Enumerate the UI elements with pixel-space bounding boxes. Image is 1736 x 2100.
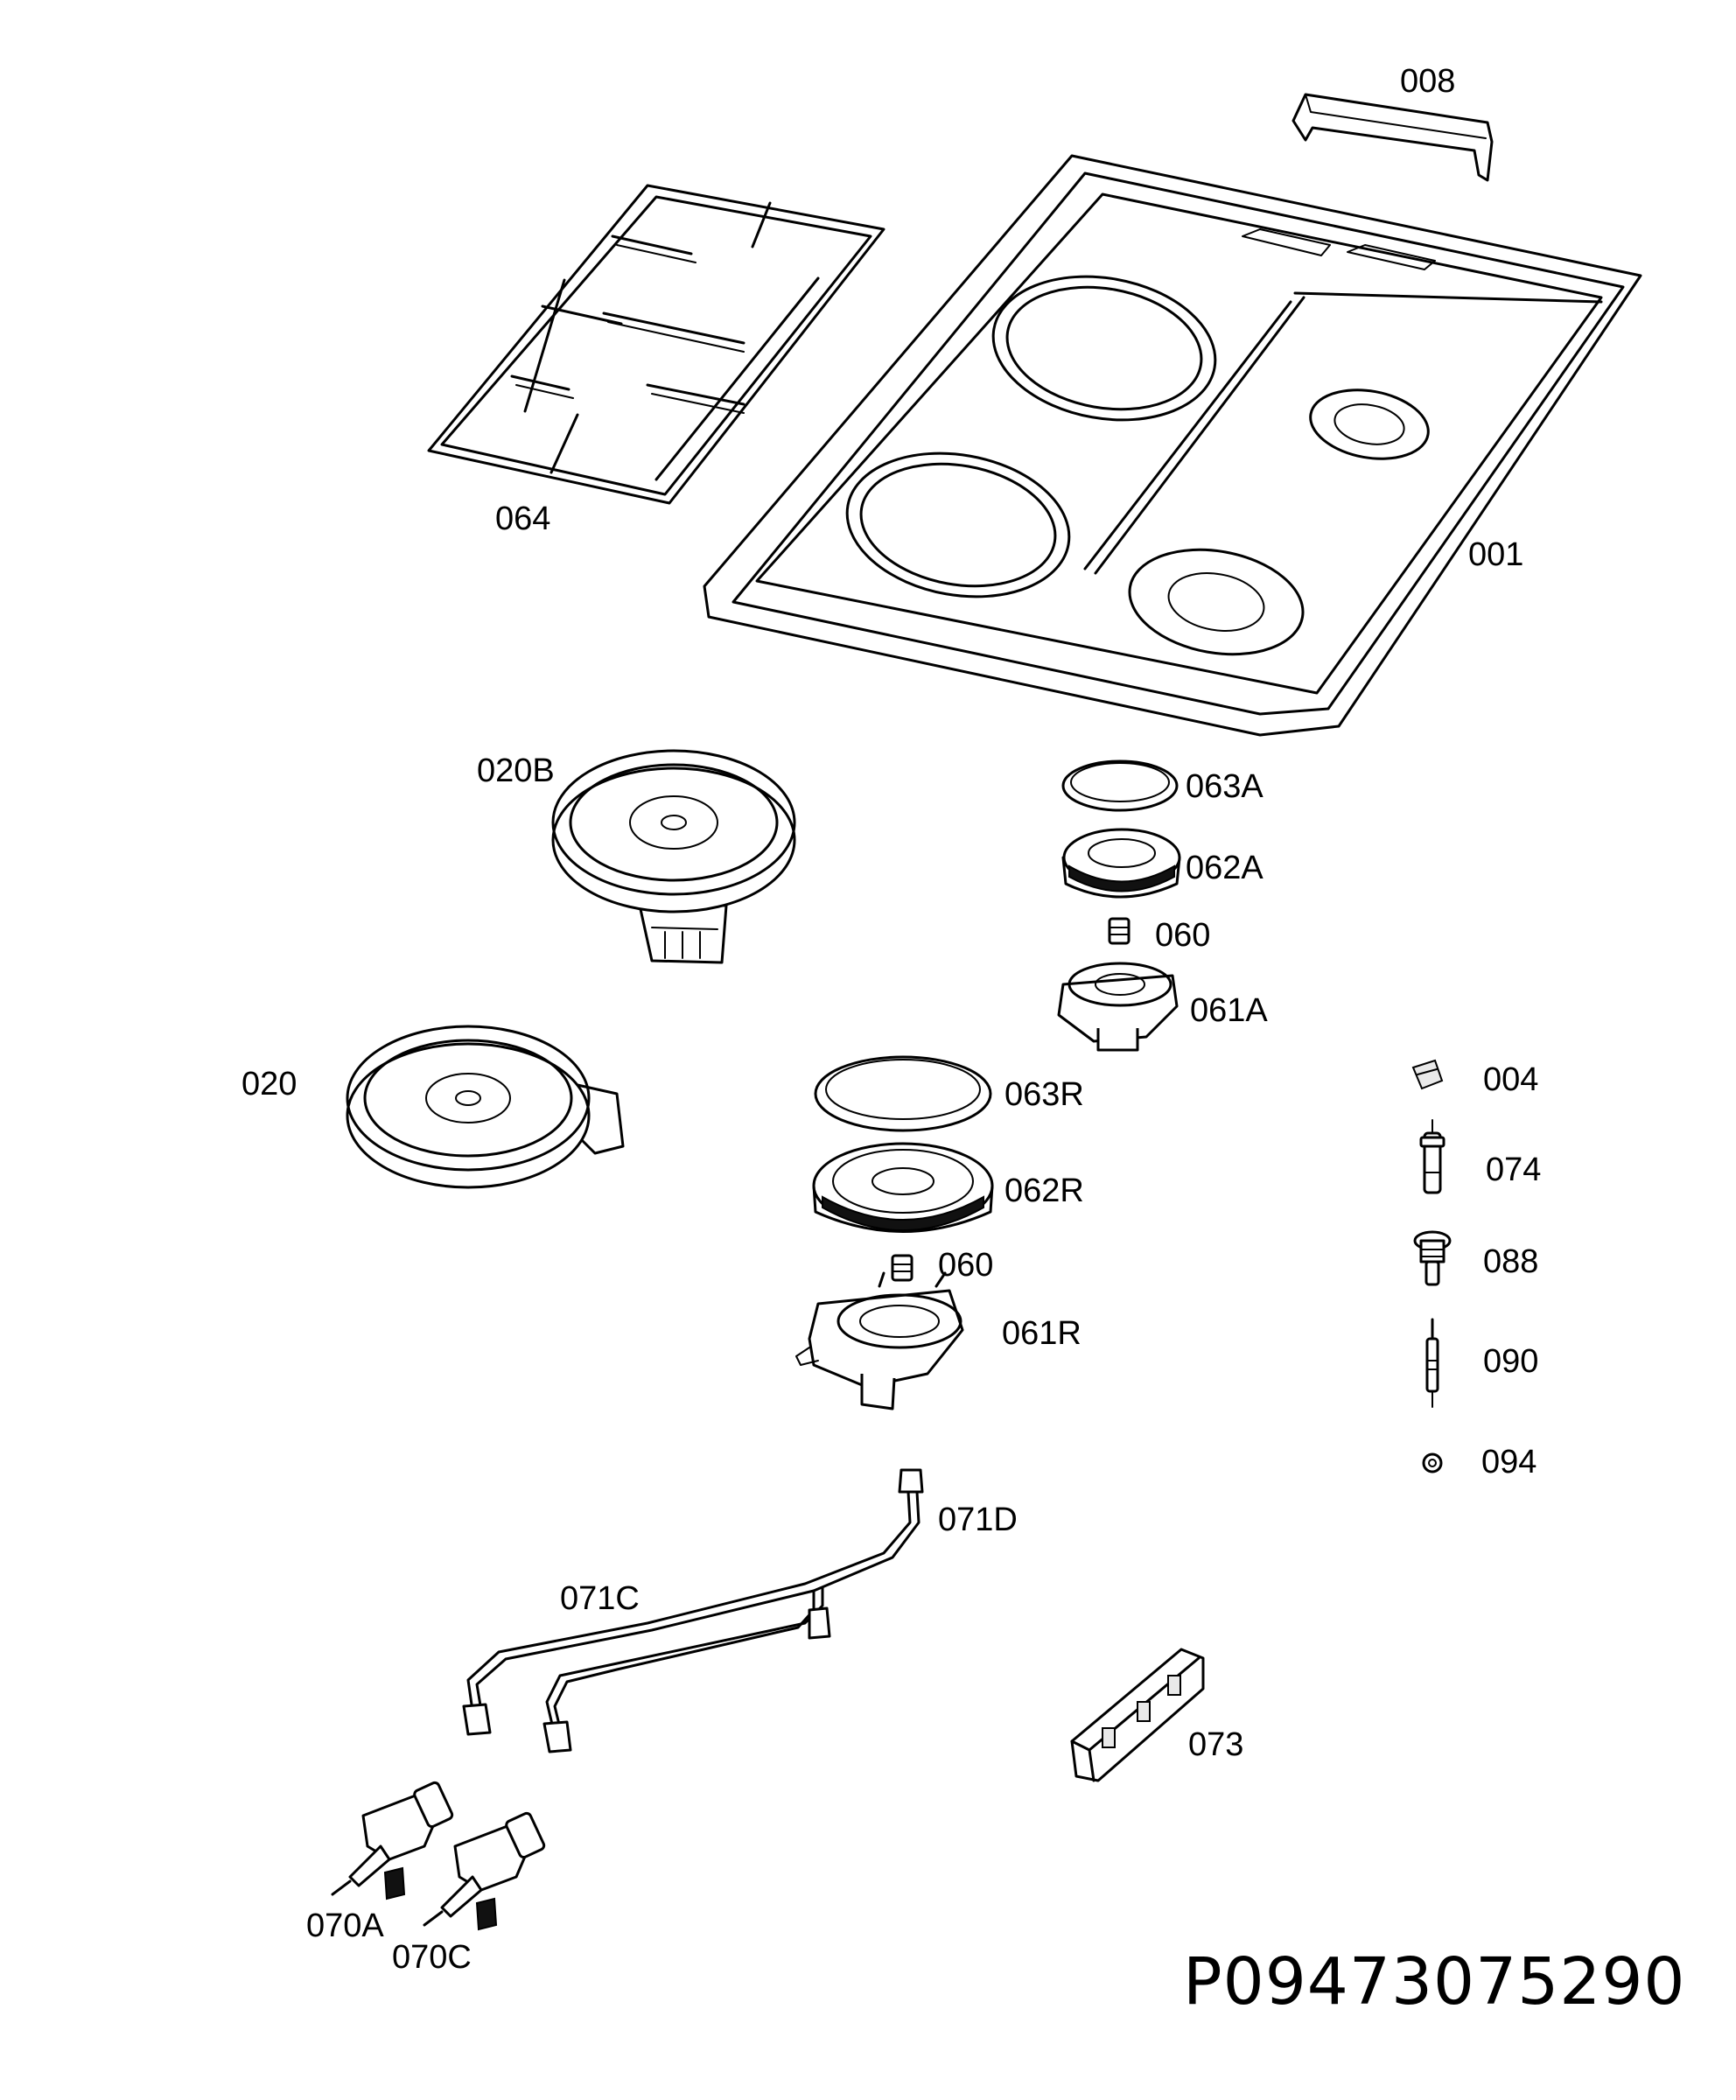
part-001-hob-top-drawing: [703, 154, 1642, 737]
part-label-094: 094: [1481, 1444, 1537, 1480]
part-label-063A: 063A: [1186, 768, 1264, 805]
part-label-060-lower: 060: [938, 1247, 994, 1284]
part-label-070A: 070A: [306, 1908, 384, 1944]
part-008-trim-drawing: [1292, 93, 1494, 182]
part-062A-burner-crown-drawing: [1061, 828, 1181, 899]
part-label-062A: 062A: [1186, 850, 1264, 886]
part-060-injector-lower-drawing: [891, 1254, 914, 1282]
part-label-063R: 063R: [1004, 1076, 1084, 1113]
part-label-071D: 071D: [938, 1502, 1018, 1538]
part-label-001: 001: [1468, 536, 1524, 573]
part-090-thermocouple-drawing: [1425, 1318, 1439, 1408]
part-label-020: 020: [242, 1066, 298, 1102]
part-020-hotplate-drawing: [346, 1025, 625, 1189]
part-074-electrode-drawing: [1419, 1119, 1446, 1194]
part-064-pan-support-drawing: [427, 184, 886, 505]
part-label-071C: 071C: [560, 1580, 640, 1617]
part-label-004: 004: [1483, 1061, 1539, 1098]
part-label-008: 008: [1400, 63, 1456, 100]
part-070A-gas-tap-drawing: [331, 1781, 454, 1900]
part-label-061A: 061A: [1190, 992, 1268, 1029]
part-label-062R: 062R: [1004, 1172, 1084, 1209]
part-088-thermocouple-nut-drawing: [1413, 1230, 1452, 1286]
part-062R-burner-crown-drawing: [812, 1142, 994, 1233]
part-071-gas-pipes-drawing: [462, 1468, 924, 1754]
part-063R-burner-cap-drawing: [814, 1055, 992, 1132]
part-label-070C: 070C: [392, 1939, 472, 1976]
part-070C-gas-tap-drawing: [423, 1811, 546, 1931]
part-label-074: 074: [1486, 1152, 1542, 1188]
part-094-washer-drawing: [1422, 1452, 1443, 1474]
part-061A-burner-body-drawing: [1057, 962, 1179, 1052]
part-063A-burner-cap-drawing: [1061, 760, 1179, 812]
part-label-020B: 020B: [477, 752, 555, 789]
part-label-088: 088: [1483, 1243, 1539, 1280]
part-020B-hotplate-drawing: [551, 749, 796, 964]
part-label-090: 090: [1483, 1343, 1539, 1380]
part-label-064: 064: [495, 500, 551, 537]
part-073-ignition-generator-drawing: [1070, 1648, 1205, 1782]
part-label-060-upper: 060: [1155, 917, 1211, 954]
part-004-clip-drawing: [1411, 1059, 1444, 1090]
part-label-073: 073: [1188, 1726, 1244, 1763]
part-061R-burner-body-drawing: [795, 1271, 964, 1410]
part-label-061R: 061R: [1002, 1315, 1082, 1352]
part-060-injector-upper-drawing: [1108, 917, 1130, 945]
document-number: P09473075290: [1183, 1944, 1686, 2020]
